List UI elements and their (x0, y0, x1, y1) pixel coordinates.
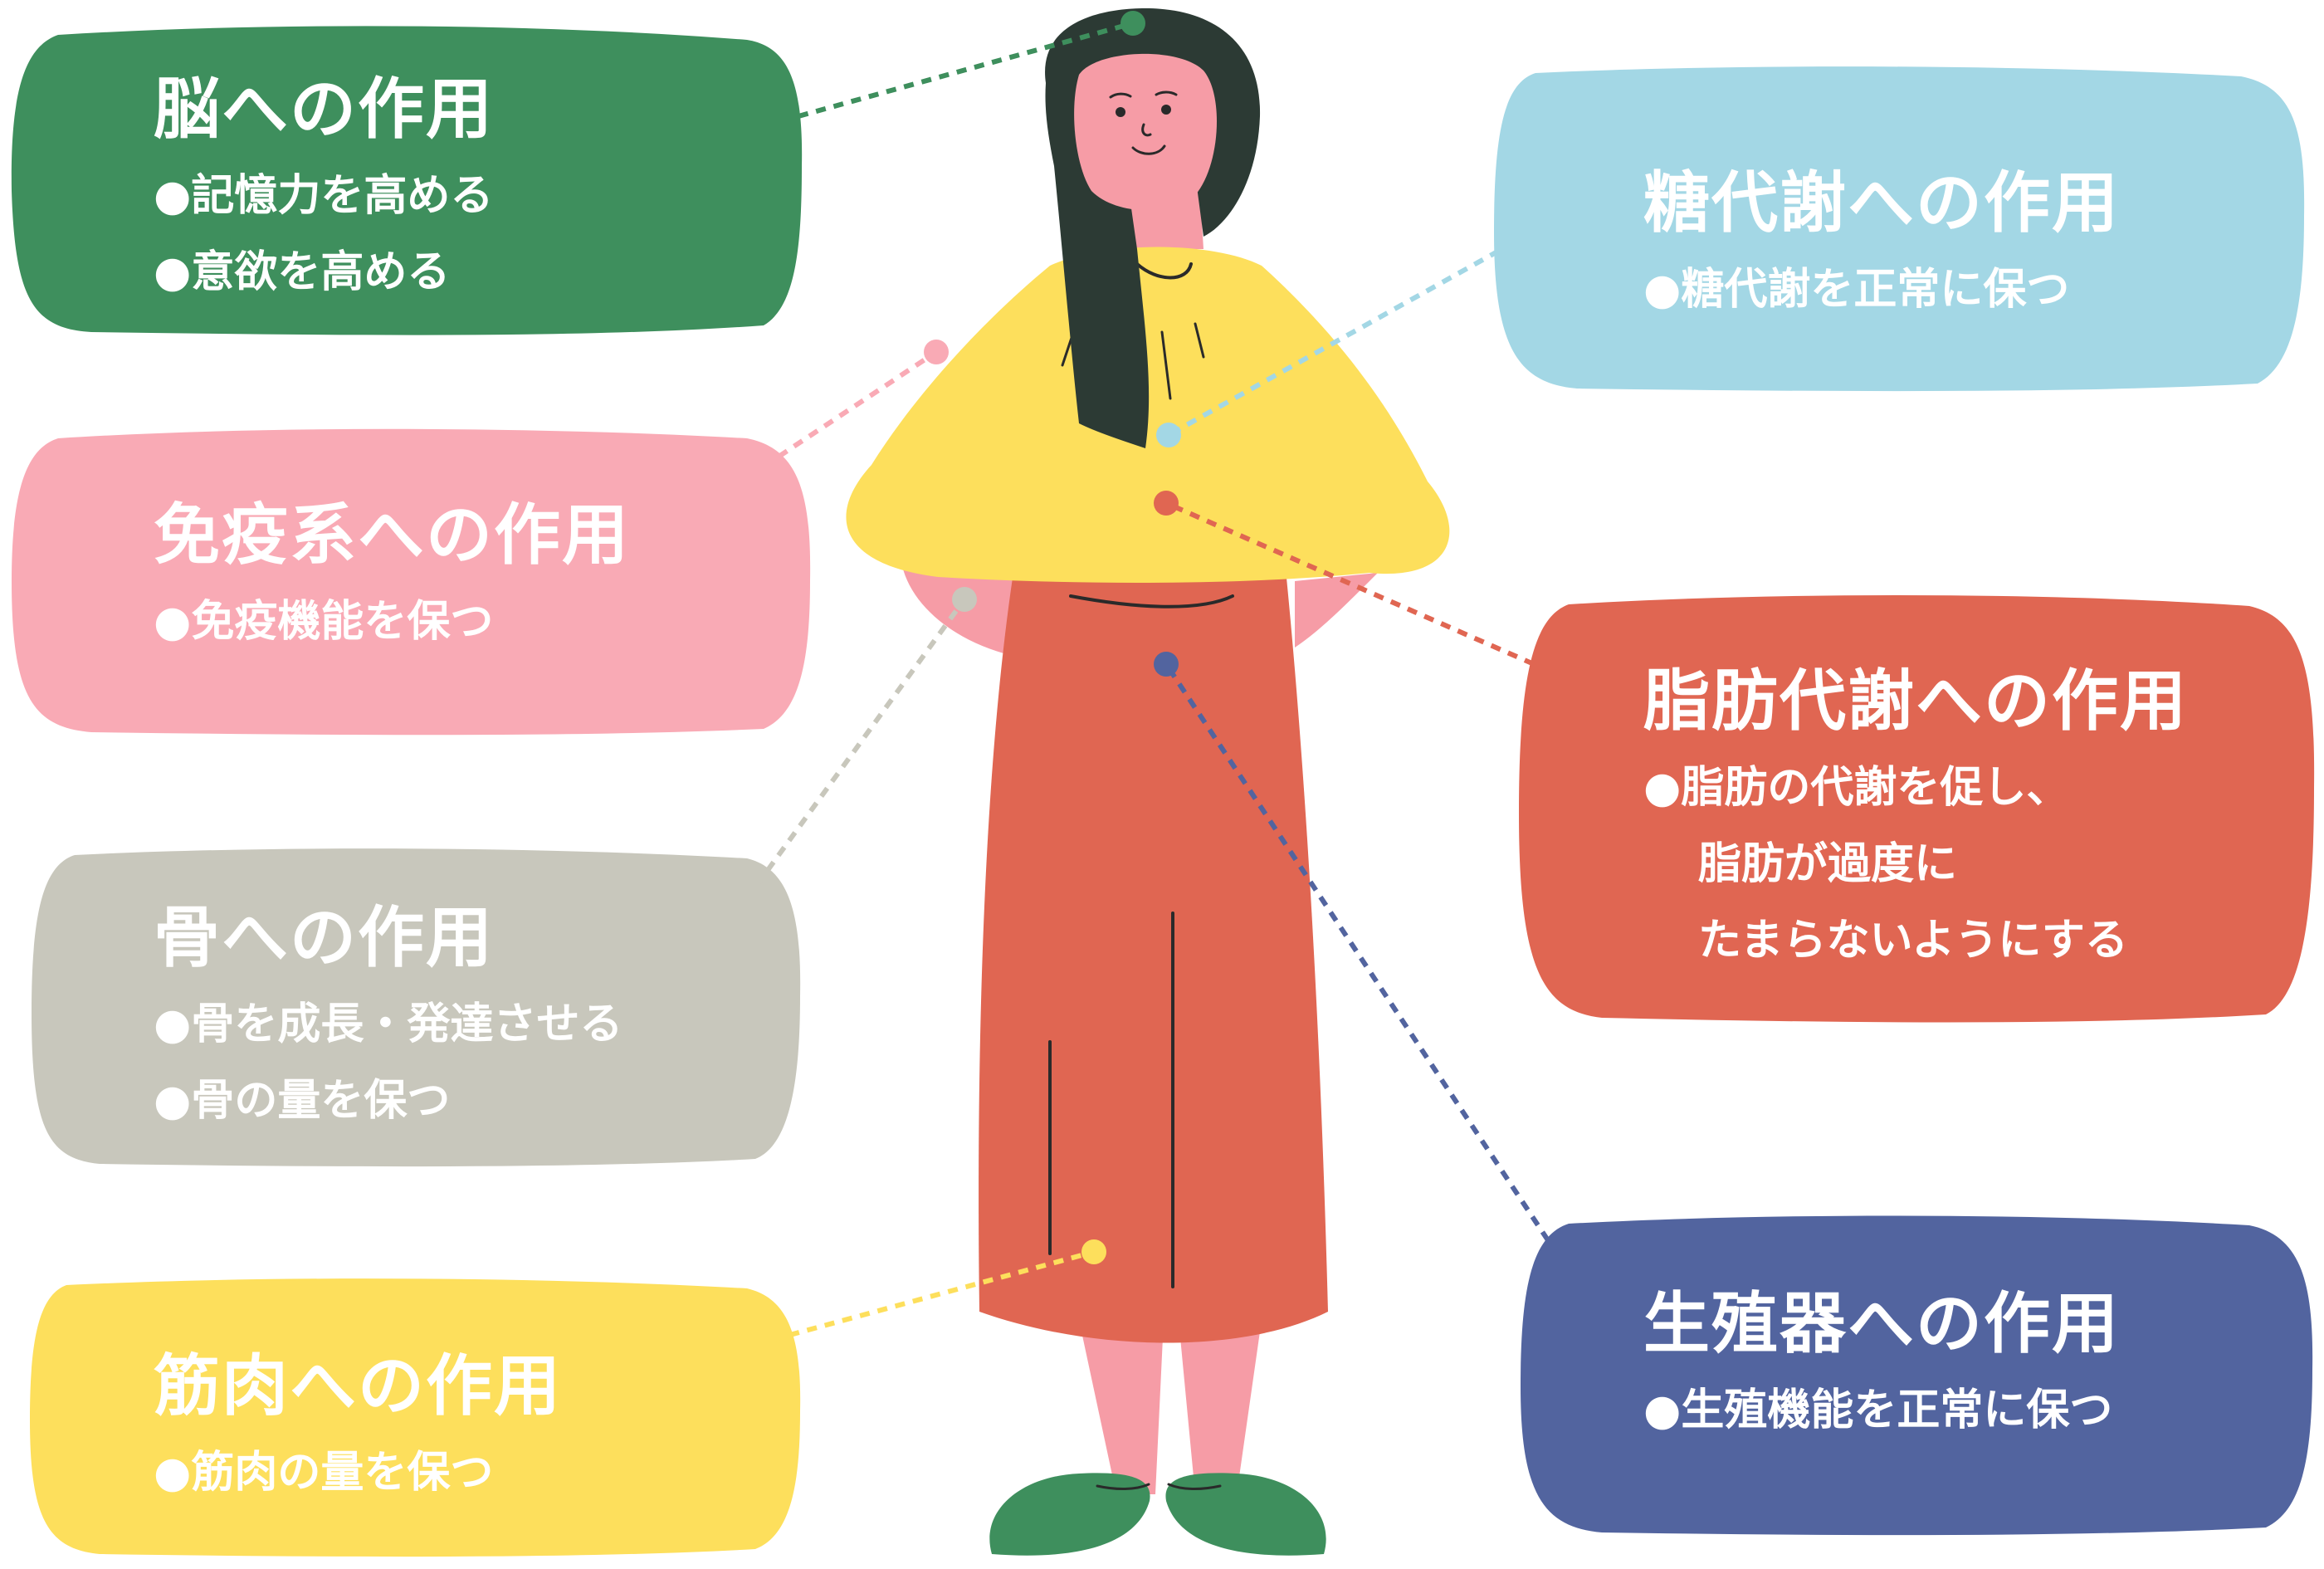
shirt-neckline (1135, 262, 1193, 280)
left-leg (1079, 1320, 1164, 1494)
lipid-dot (1154, 491, 1179, 516)
left-eye (1116, 107, 1125, 117)
lipid-title: 脂肪代謝への作用 (1643, 662, 2188, 740)
lipid-item-3: たまらないようにする (1698, 916, 2128, 965)
face (1074, 53, 1218, 211)
reproductive-box: 生殖器への作用 ●生殖機能を正常に保つ (1643, 1283, 2120, 1449)
right-shoe-opening (1167, 1483, 1222, 1491)
bone-item-1: ●骨を成長・発達させる (154, 1000, 623, 1049)
brain-connector (798, 21, 1134, 119)
brain-item-2: ●意欲を高める (154, 247, 451, 297)
left-shoe-opening (1096, 1483, 1150, 1491)
immune-box: 免疫系への作用 ●免疫機能を保つ (154, 494, 630, 660)
left-shoe (989, 1473, 1150, 1556)
muscle-dot (1081, 1239, 1106, 1264)
lipid-item-2: 脂肪が過度に (1698, 839, 1958, 889)
glucose-connector (1167, 248, 1501, 437)
muscle-item-1: ●筋肉の量を保つ (154, 1448, 494, 1498)
immune-title: 免疫系への作用 (154, 496, 630, 574)
reproductive-box-bg (1521, 1215, 2313, 1536)
right-eyebrow (1155, 90, 1178, 96)
connectors (754, 21, 1550, 1342)
immune-connector (762, 349, 938, 469)
reproductive-connector (1164, 662, 1550, 1242)
glucose-title: 糖代謝への作用 (1643, 164, 2120, 242)
bone-item-2: ●骨の量を保つ (154, 1076, 451, 1126)
immune-dot (924, 340, 949, 364)
skirt (979, 571, 1328, 1343)
brain-title: 脳への作用 (154, 71, 494, 148)
bone-box: 骨への作用 ●骨を成長・発達させる ●骨の量を保つ (154, 897, 622, 1139)
woman-figure (846, 8, 1450, 1556)
shirt-pleat-3 (1160, 330, 1172, 400)
bone-connector (754, 598, 967, 887)
lipid-connector (1164, 501, 1536, 667)
muscle-box: 筋肉への作用 ●筋肉の量を保つ (154, 1345, 562, 1511)
reproductive-item-1: ●生殖機能を正常に保つ (1643, 1386, 2113, 1435)
right-shoe (1165, 1473, 1326, 1556)
right-arm (1295, 573, 1378, 648)
reproductive-dot (1154, 652, 1179, 677)
glucose-box: 糖代謝への作用 ●糖代謝を正常に保つ (1643, 162, 2120, 328)
glucose-box-bg (1494, 66, 2305, 392)
brain-box-bg (11, 26, 803, 335)
bone-box-bg (32, 848, 801, 1167)
muscle-connector (771, 1249, 1095, 1342)
lipid-box: 脂肪代謝への作用 ●脂肪の代謝を促し、 脂肪が過度に たまらないようにする (1643, 660, 2188, 979)
left-eyebrow (1109, 92, 1132, 99)
bone-dot (952, 587, 977, 612)
brain-box: 脳への作用 ●記憶力を高める ●意欲を高める (154, 68, 494, 310)
immune-item-1: ●免疫機能を保つ (154, 597, 494, 647)
glucose-dot (1156, 423, 1181, 447)
shirt-pleat-2 (1194, 322, 1205, 359)
reproductive-title: 生殖器への作用 (1643, 1285, 2120, 1362)
glucose-item-1: ●糖代謝を正常に保つ (1643, 265, 2070, 315)
skirt-waistline (1069, 594, 1234, 609)
box-backgrounds (11, 26, 2315, 1557)
brain-item-1: ●記憶力を高める (154, 171, 494, 221)
right-leg (1179, 1320, 1262, 1494)
right-eye (1161, 105, 1171, 115)
mouth (1131, 144, 1166, 155)
connector-dots (924, 11, 1181, 1264)
lipid-box-bg (1519, 594, 2315, 1023)
lipid-item-1: ●脂肪の代謝を促し、 (1643, 763, 2070, 813)
immune-box-bg (12, 428, 811, 736)
brain-dot (1120, 11, 1145, 36)
muscle-box-bg (30, 1278, 801, 1557)
bone-title: 骨への作用 (154, 899, 494, 976)
muscle-title: 筋肉への作用 (154, 1347, 562, 1425)
nose (1141, 123, 1152, 137)
